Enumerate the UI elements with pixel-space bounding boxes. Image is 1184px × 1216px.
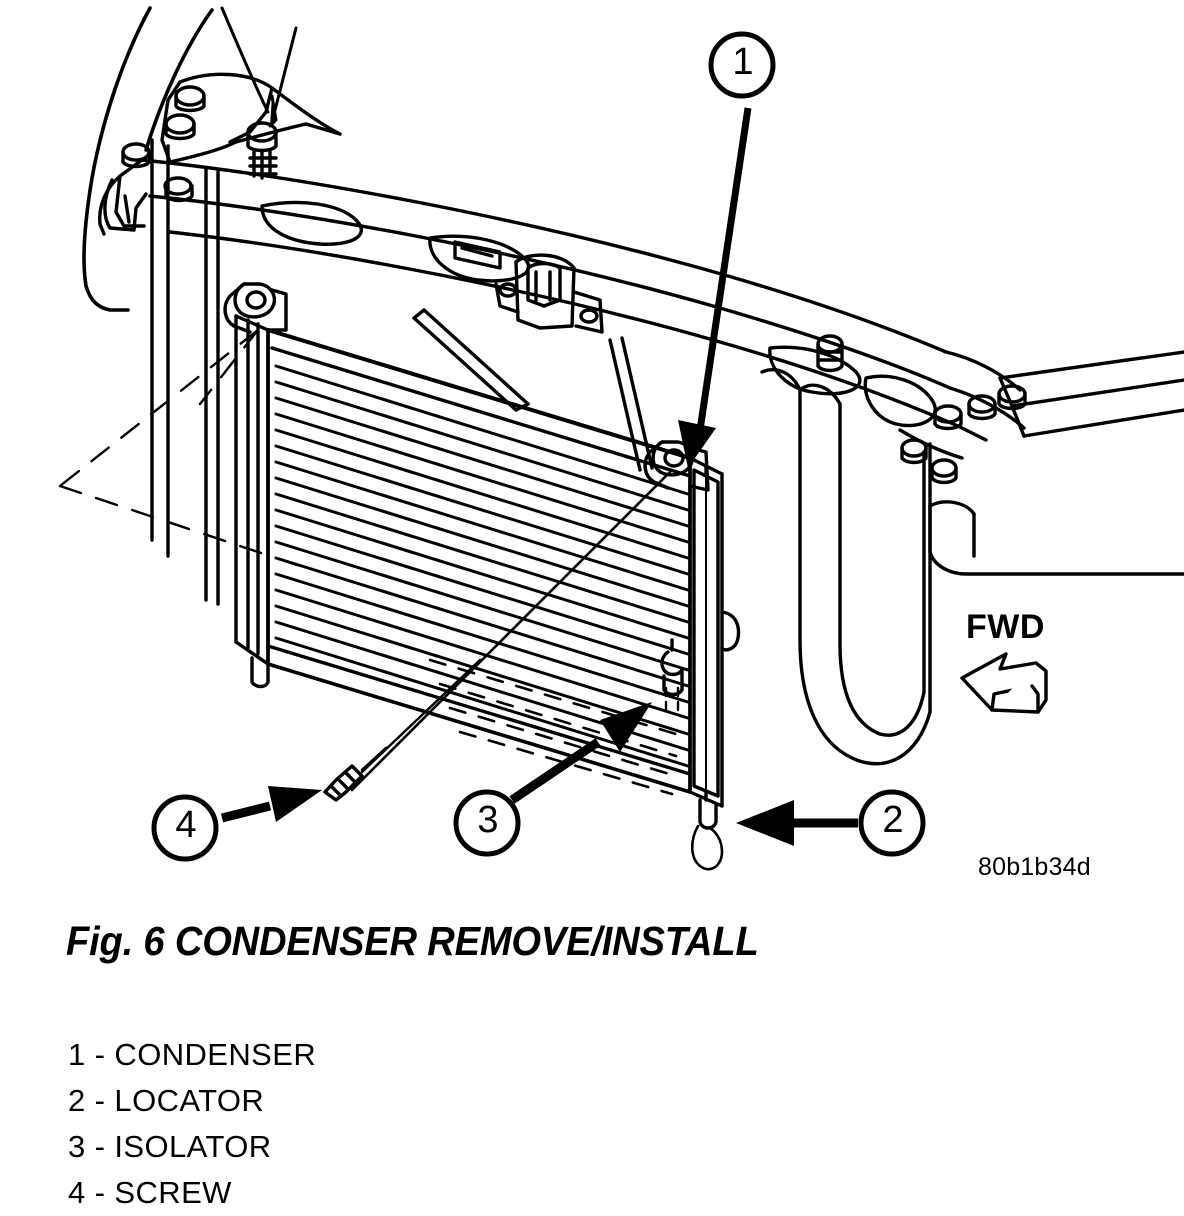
callout-2-group [736,789,926,857]
callout-number-2: 2 [882,799,904,841]
callout-number-1: 1 [732,41,754,83]
legend-item-dash: - [94,1129,106,1164]
screw-part [323,746,388,802]
legend: 1 - CONDENSER 2 - LOCATOR 3 - ISOLATOR 4… [68,1032,568,1216]
locator-pin [690,798,724,871]
legend-item-dash: - [94,1175,106,1210]
upper-left-mounting-bracket [160,6,342,180]
fwd-label: FWD [966,608,1045,646]
right-support-end [816,334,1184,576]
legend-item-label: ISOLATOR [114,1129,272,1164]
fwd-arrow-icon [960,652,1048,714]
legend-item: 1 - CONDENSER [68,1032,568,1078]
hood-latch-bracket [494,253,604,334]
callout-1-group [678,31,776,468]
left-lower-bracket [103,142,194,232]
legend-item-label: SCREW [114,1175,232,1210]
callout-3-group [453,702,652,857]
figure-title: Fig. 6 CONDENSER REMOVE/INSTALL [66,918,759,964]
radiator-support-crossmember [98,158,960,428]
figure-code: 80b1b34d [978,853,1091,881]
callout-number-3: 3 [477,799,499,841]
legend-item-number: 3 [68,1129,86,1164]
callout-4-group [151,786,322,862]
legend-item-number: 4 [68,1175,86,1210]
legend-item-number: 1 [68,1037,86,1072]
legend-item: 2 - LOCATOR [68,1078,568,1124]
left-support-posts [150,138,220,606]
legend-item-number: 2 [68,1083,86,1118]
isolator-part [660,638,684,714]
screw-leader [360,658,482,774]
projection-lines [58,328,302,568]
condenser-core [234,314,741,808]
legend-item: 4 - SCREW [68,1170,568,1216]
fender-outline [82,6,214,312]
legend-item-dash: - [94,1083,106,1118]
condenser-mount-leader [350,468,674,792]
legend-item-label: LOCATOR [114,1083,265,1118]
legend-item: 3 - ISOLATOR [68,1124,568,1170]
fan-shroud-duct [760,368,932,766]
legend-item-dash: - [94,1037,106,1072]
condenser-upper-left-mount [223,282,288,334]
legend-item-label: CONDENSER [114,1037,317,1072]
callout-number-4: 4 [175,804,197,846]
condenser-assembly-illustration [58,6,1184,871]
